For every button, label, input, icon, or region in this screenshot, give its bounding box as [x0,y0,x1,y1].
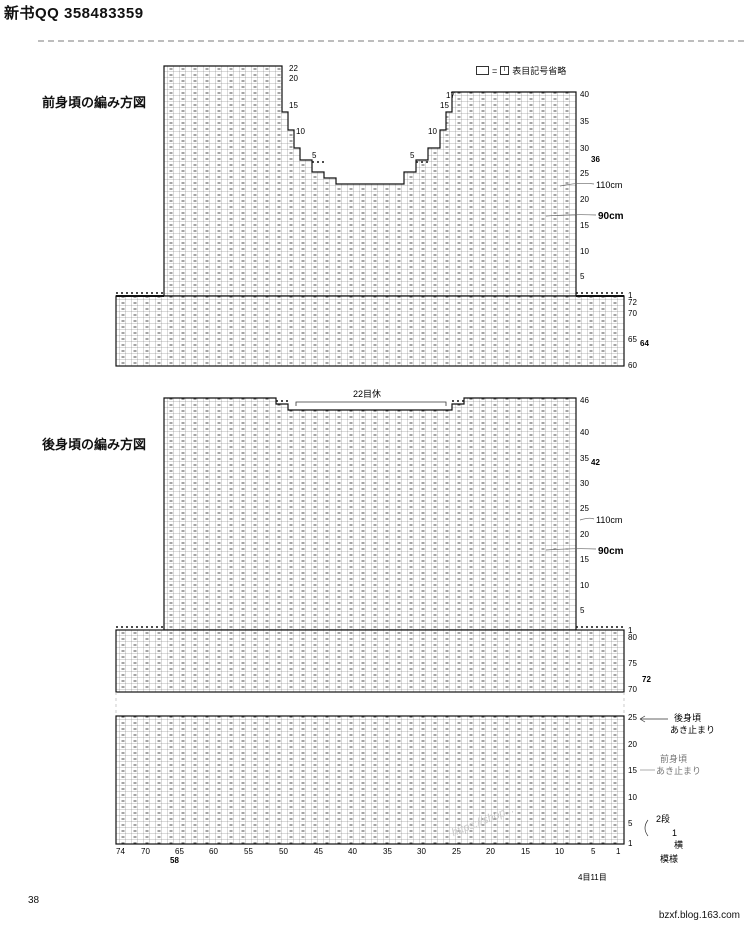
back-label-42: 42 [591,458,600,467]
x-70: 70 [141,847,150,856]
back-row-25: 25 [580,504,589,513]
x-40: 40 [348,847,357,856]
front-row-30: 30 [580,144,589,153]
front-label-36: 36 [591,155,600,164]
note-one: 1 [672,828,677,838]
note-yoko: 横 [674,839,683,850]
back-size-90: 90cm [598,546,624,557]
front-row-1: 1 [628,291,633,300]
footer-url: bzxf.blog.163.com [658,910,740,921]
front-size-90: 90cm [598,211,624,222]
x-5: 5 [591,847,596,856]
front-neck-left-15: 15 [289,101,298,110]
legend: = I 表目記号省略 [476,64,566,77]
back-row-15: 15 [580,555,589,564]
back-row-46: 46 [580,396,589,405]
back-size-110: 110cm [596,515,622,525]
hem-row-20: 20 [628,740,637,749]
front-row-10: 10 [580,247,589,256]
back-row-10: 10 [580,581,589,590]
front-chart-grid [115,65,625,367]
back-x-axis: 74 70 65 60 55 50 45 40 35 30 25 20 15 1… [116,847,621,856]
back-upper-body [163,397,577,631]
note-stripe: 模様 [660,853,678,864]
dashed-divider [38,40,744,42]
x-60: 60 [209,847,218,856]
note-rows: 2段 [656,813,670,824]
front-right-scale: 40 35 30 25 20 15 10 5 1 72 70 65 60 [580,90,637,370]
front-upper-body [163,65,577,297]
back-row-1: 1 [628,626,633,635]
back-hem-scale: 25 20 15 10 5 1 [628,713,637,848]
note-back2: あき止まり [670,724,715,735]
hem-row-1: 1 [628,839,633,848]
back-label-72: 72 [642,675,651,684]
note-front2: あき止まり [656,765,701,776]
back-row-70: 70 [628,685,637,694]
front-neck-right-10: 10 [428,127,437,136]
x-50: 50 [279,847,288,856]
back-row-20: 20 [580,530,589,539]
x-55: 55 [244,847,253,856]
back-lower-body [115,629,625,693]
back-rest-label: 22目休 [353,388,381,399]
front-row-65: 65 [628,335,637,344]
front-row-35: 35 [580,117,589,126]
front-row-70: 70 [628,309,637,318]
front-row-25: 25 [580,169,589,178]
front-neck-left-22: 22 [289,64,298,73]
front-size-110: 110cm [596,180,622,190]
back-right-scale: 46 40 35 30 25 20 15 10 5 1 80 75 70 [580,396,637,694]
note-front: 前身頃 [660,753,687,764]
x-35: 35 [383,847,392,856]
back-row-35: 35 [580,454,589,463]
x-25: 25 [452,847,461,856]
hem-row-5: 5 [628,819,633,828]
x-45: 45 [314,847,323,856]
label-41: 4目11目 [578,873,607,882]
note-back: 後身頃 [674,712,701,723]
front-neck-right-15: 15 [440,101,449,110]
legend-text: 表目記号省略 [512,66,567,76]
front-label-64: 64 [640,339,649,348]
label-58: 58 [170,856,179,865]
front-neck-left-20: 20 [289,74,298,83]
back-row-80: 80 [628,633,637,642]
x-20: 20 [486,847,495,856]
x-30: 30 [417,847,426,856]
front-neck-right-17: 17 [446,91,455,100]
front-row-20: 20 [580,195,589,204]
x-10: 10 [555,847,564,856]
front-neck-right-5: 5 [410,151,415,160]
back-row-30: 30 [580,479,589,488]
front-row-40: 40 [580,90,589,99]
back-hem-body [115,715,625,845]
x-65: 65 [175,847,184,856]
page-number: 38 [28,895,40,906]
front-chart-title: 前身頃の編み方図 [42,95,147,110]
x-1: 1 [616,847,621,856]
header-title: 新书QQ 358483359 [4,5,144,22]
front-row-5: 5 [580,272,585,281]
x-15: 15 [521,847,530,856]
back-chart-grid [115,397,625,845]
front-lower-body [115,295,625,367]
legend-empty-box-icon [476,66,489,75]
front-neck-left-10: 10 [296,127,305,136]
front-row-72: 72 [628,298,637,307]
hem-row-15: 15 [628,766,637,775]
x-74: 74 [116,847,125,856]
back-row-40: 40 [580,428,589,437]
front-row-60: 60 [628,361,637,370]
front-row-15: 15 [580,221,589,230]
back-row-75: 75 [628,659,637,668]
front-neck-left-5: 5 [312,151,317,160]
hem-row-10: 10 [628,793,637,802]
back-chart-title: 後身頃の編み方図 [42,437,147,452]
back-row-5: 5 [580,606,585,615]
legend-knit-mark-icon: I [500,66,510,75]
legend-equals: = [492,65,498,76]
hem-row-25: 25 [628,713,637,722]
